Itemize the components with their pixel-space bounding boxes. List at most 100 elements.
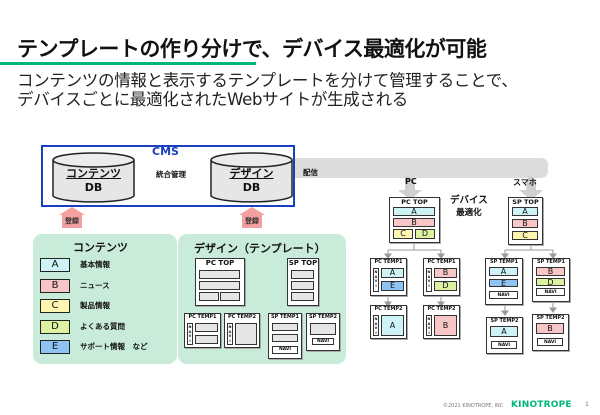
block bbox=[199, 270, 240, 279]
content-block-b: B bbox=[536, 323, 564, 334]
content-block-a: A bbox=[489, 267, 518, 276]
content-item-label: 製品情報 bbox=[80, 301, 110, 310]
content-letter-box: E bbox=[40, 340, 70, 354]
design-pc-temp1-title: PC TEMP1 bbox=[188, 314, 217, 320]
integrated-management-label: 統合管理 bbox=[156, 170, 186, 179]
block bbox=[272, 334, 298, 342]
design-db-icon bbox=[210, 152, 293, 203]
content-block-b: B bbox=[512, 219, 538, 228]
design-db-line1: デザイン bbox=[229, 167, 274, 180]
design-sp-top-title: SP TOP bbox=[288, 259, 318, 267]
design-sp-top: SP TOP bbox=[287, 258, 319, 306]
output-sp-temp2-title: SP TEMP2 bbox=[490, 318, 519, 324]
slide-subtitle: コンテンツの情報と表示するテンプレートを分けて管理することで、 デバイスごとに最… bbox=[17, 71, 518, 109]
output-sp-temp2-b: SP TEMP2 B NAVI bbox=[532, 314, 569, 351]
content-letter-box: A bbox=[40, 258, 70, 272]
device-optimization-label: デバイス 最適化 bbox=[450, 195, 488, 219]
device-line2: 最適化 bbox=[456, 208, 482, 218]
content-block-d: D bbox=[415, 229, 435, 239]
design-pc-temp2: PC TEMP2 NAVI bbox=[224, 313, 260, 348]
navi-vertical: NAVI bbox=[373, 315, 379, 336]
navi-horizontal: NAVI bbox=[272, 346, 298, 354]
content-block-a: A bbox=[393, 207, 435, 216]
device-line1: デバイス bbox=[450, 195, 488, 206]
content-block-a: A bbox=[381, 268, 404, 278]
navi-vertical: NAVI bbox=[426, 315, 432, 336]
output-sp-temp1-bd: SP TEMP1 B D NAVI bbox=[532, 258, 570, 302]
content-db-icon bbox=[52, 152, 135, 203]
design-panel-title: デザイン（テンプレート） bbox=[194, 242, 326, 255]
content-block-b: B bbox=[434, 268, 457, 278]
output-pc-temp2-a: PC TEMP2 NAVI A bbox=[370, 305, 407, 339]
slide-title: テンプレートの作り分けで、デバイス最適化が可能 bbox=[17, 37, 487, 61]
navi-vertical: NAVI bbox=[373, 268, 379, 292]
design-pc-temp1: PC TEMP1 NAVI bbox=[184, 313, 221, 348]
output-sp-temp1-title: SP TEMP1 bbox=[537, 259, 565, 265]
navi-horizontal: NAVI bbox=[536, 288, 565, 296]
arrow-to-sp bbox=[519, 176, 543, 200]
content-letter-box: B bbox=[40, 278, 70, 293]
design-sp-temp2-title: SP TEMP2 bbox=[309, 314, 337, 320]
design-pc-top: PC TOP bbox=[195, 258, 245, 306]
block bbox=[291, 270, 314, 279]
content-item-label: サポート情報 など bbox=[80, 342, 148, 351]
design-sp-temp1-title: SP TEMP1 bbox=[271, 314, 299, 320]
subtitle-line-2: デバイスごとに最適化されたWebサイトが生成される bbox=[17, 90, 408, 109]
register-label-design: 登録 bbox=[242, 215, 262, 228]
output-pc-temp1-title: PC TEMP1 bbox=[427, 259, 456, 265]
sp-label: スマホ bbox=[513, 178, 537, 187]
output-pc-temp2-title: PC TEMP2 bbox=[374, 306, 403, 312]
output-pc-temp2-b: PC TEMP2 NAVI B bbox=[423, 305, 460, 339]
cms-label: CMS bbox=[152, 145, 179, 158]
register-arrow-design bbox=[239, 207, 265, 215]
output-pc-top-title: PC TOP bbox=[401, 198, 428, 206]
design-sp-temp2: SP TEMP2 NAVI bbox=[306, 313, 340, 351]
register-arrow-content bbox=[59, 207, 85, 215]
design-db-line2: DB bbox=[242, 181, 261, 194]
block bbox=[199, 281, 240, 290]
block bbox=[220, 292, 240, 301]
content-letter-box: D bbox=[40, 319, 70, 334]
output-sp-top-title: SP TOP bbox=[512, 198, 539, 206]
block bbox=[291, 281, 314, 290]
output-pc-temp1-title: PC TEMP1 bbox=[374, 259, 403, 265]
block bbox=[272, 323, 298, 331]
output-pc-temp1-ae: PC TEMP1 NAVI A E bbox=[370, 258, 407, 296]
navi-vertical: NAVI bbox=[426, 268, 432, 292]
navi-horizontal: NAVI bbox=[489, 291, 518, 299]
navi-horizontal: NAVI bbox=[491, 341, 517, 349]
arrow-to-pc bbox=[398, 176, 422, 200]
content-block-b: B bbox=[434, 315, 457, 336]
output-pc-temp1-bd: PC TEMP1 NAVI B D bbox=[423, 258, 460, 296]
block bbox=[195, 335, 218, 344]
content-block-e: E bbox=[381, 281, 404, 291]
design-sp-temp1: SP TEMP1 NAVI bbox=[268, 313, 302, 359]
content-block-c: C bbox=[512, 231, 538, 240]
navi-horizontal: NAVI bbox=[312, 338, 334, 345]
delivery-label: 配信 bbox=[303, 168, 318, 177]
block bbox=[235, 323, 257, 345]
block bbox=[195, 323, 218, 332]
content-block-e: E bbox=[489, 279, 518, 288]
register-label-content: 登録 bbox=[62, 215, 82, 228]
subtitle-line-1: コンテンツの情報と表示するテンプレートを分けて管理することで、 bbox=[17, 71, 518, 90]
copyright: ©2021 KINOTROPE, INC bbox=[443, 403, 504, 409]
navi-horizontal: NAVI bbox=[537, 338, 563, 346]
design-db-label: デザイン DB bbox=[210, 167, 293, 195]
content-block-a: A bbox=[512, 207, 538, 216]
content-db-line2: DB bbox=[84, 181, 103, 194]
content-block-d: D bbox=[434, 281, 457, 291]
pc-label: PC bbox=[405, 177, 417, 186]
content-item-label: よくある質問 bbox=[80, 321, 125, 331]
content-block-b: B bbox=[393, 218, 435, 227]
content-item-label: 基本情報 bbox=[80, 260, 110, 269]
content-db-label: コンテンツ DB bbox=[52, 167, 135, 195]
block bbox=[199, 292, 219, 301]
block bbox=[310, 323, 336, 335]
page-number: 1 bbox=[585, 401, 589, 408]
design-pc-temp2-title: PC TEMP2 bbox=[227, 314, 257, 320]
content-block-c: C bbox=[393, 229, 413, 239]
output-pc-temp2-title: PC TEMP2 bbox=[427, 306, 456, 312]
content-block-a: A bbox=[490, 326, 518, 337]
navi-vertical: NAVI bbox=[187, 323, 193, 345]
